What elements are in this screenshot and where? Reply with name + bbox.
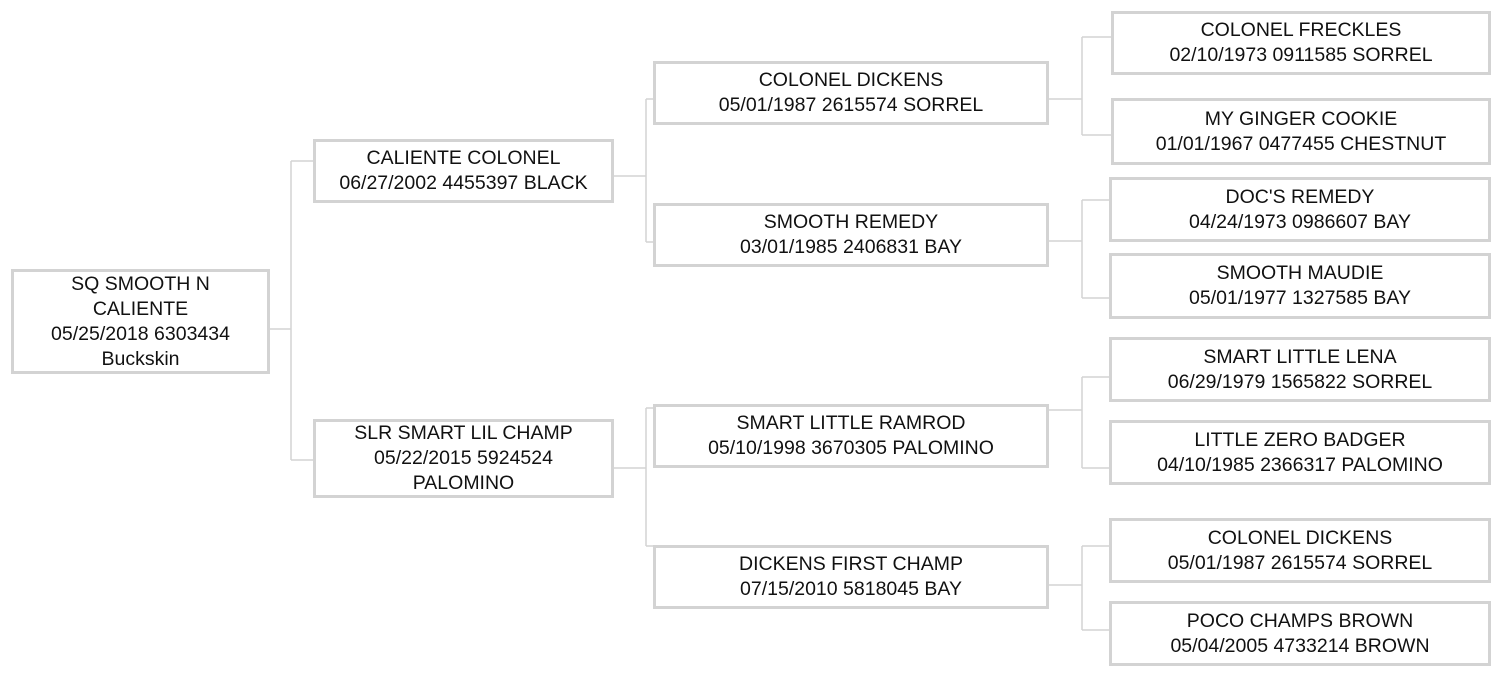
- horse-info: SMOOTH REMEDY 03/01/1985 2406831 BAY: [740, 210, 962, 260]
- horse-name: LITTLE ZERO BADGER: [1194, 428, 1406, 451]
- horse-details: 03/01/1985 2406831 BAY: [740, 236, 962, 258]
- horse-box-dam: SLR SMART LIL CHAMP 05/22/2015 5924524 P…: [313, 419, 614, 498]
- horse-info: DICKENS FIRST CHAMP 07/15/2010 5818045 B…: [739, 552, 963, 602]
- horse-box-dam-dam-dam: POCO CHAMPS BROWN 05/04/2005 4733214 BRO…: [1109, 601, 1491, 666]
- horse-name: COLONEL DICKENS: [1207, 526, 1393, 549]
- horse-name-line-1: SQ SMOOTH N: [71, 272, 210, 295]
- horse-info: CALIENTE COLONEL 06/27/2002 4455397 BLAC…: [339, 146, 587, 196]
- horse-info: COLONEL DICKENS 05/01/1987 2615574 SORRE…: [719, 68, 984, 118]
- connector-dam: [614, 407, 653, 547]
- horse-name: DICKENS FIRST CHAMP: [739, 553, 963, 575]
- horse-details: 05/01/1987 2615574 SORREL: [718, 94, 984, 116]
- connector-dam-dam: [1049, 545, 1109, 631]
- horse-details: 05/04/2005 4733214 BROWN: [1170, 634, 1430, 657]
- horse-box-dam-dam-sire: COLONEL DICKENS 05/01/1987 2615574 SORRE…: [1109, 518, 1491, 583]
- horse-name: MY GINGER COOKIE: [1204, 107, 1398, 130]
- horse-color: PALOMINO: [412, 472, 515, 494]
- horse-box-sire-sire-dam: MY GINGER COOKIE 01/01/1967 0477455 CHES…: [1111, 98, 1491, 165]
- horse-info: SQ SMOOTH N CALIENTE 05/25/2018 6303434 …: [51, 272, 230, 372]
- horse-details: 04/24/1973 0986607 BAY: [1189, 210, 1411, 233]
- horse-name: SMOOTH MAUDIE: [1216, 262, 1384, 284]
- horse-info: SLR SMART LIL CHAMP 05/22/2015 5924524 P…: [354, 421, 573, 496]
- horse-name: DOC'S REMEDY: [1225, 185, 1375, 208]
- horse-details: 05/10/1998 3670305 PALOMINO: [708, 437, 994, 459]
- horse-color: Buckskin: [101, 347, 180, 370]
- horse-box-sire: CALIENTE COLONEL 06/27/2002 4455397 BLAC…: [313, 139, 614, 203]
- horse-info: SMOOTH MAUDIE 05/01/1977 1327585 BAY: [1189, 261, 1411, 311]
- horse-box-dam-sire: SMART LITTLE RAMROD 05/10/1998 3670305 P…: [653, 404, 1049, 468]
- horse-name: COLONEL FRECKLES: [1200, 19, 1402, 41]
- connector-sire: [614, 98, 653, 243]
- horse-box-subject: SQ SMOOTH N CALIENTE 05/25/2018 6303434 …: [11, 269, 270, 374]
- horse-name-line-2: CALIENTE: [92, 297, 189, 320]
- horse-details: 06/29/1979 1565822 SORREL: [1167, 370, 1433, 393]
- connector-sire-dam: [1049, 199, 1109, 299]
- horse-details: 05/01/1977 1327585 BAY: [1189, 287, 1411, 309]
- horse-name: SMOOTH REMEDY: [763, 211, 939, 233]
- horse-name: SMART LITTLE LENA: [1203, 345, 1397, 368]
- horse-box-sire-dam-sire: DOC'S REMEDY 04/24/1973 0986607 BAY: [1109, 177, 1491, 242]
- horse-name: CALIENTE COLONEL: [366, 147, 561, 169]
- horse-info: COLONEL FRECKLES 02/10/1973 0911585 SORR…: [1169, 18, 1432, 68]
- horse-info: SMART LITTLE LENA 06/29/1979 1565822 SOR…: [1168, 345, 1433, 395]
- horse-details: 05/22/2015 5924524: [374, 447, 553, 469]
- horse-name: POCO CHAMPS BROWN: [1186, 609, 1414, 632]
- horse-info: COLONEL DICKENS 05/01/1987 2615574 SORRE…: [1168, 526, 1433, 576]
- horse-box-sire-sire: COLONEL DICKENS 05/01/1987 2615574 SORRE…: [653, 61, 1049, 125]
- horse-box-sire-sire-sire: COLONEL FRECKLES 02/10/1973 0911585 SORR…: [1111, 11, 1491, 75]
- horse-details: 06/27/2002 4455397 BLACK: [339, 172, 588, 194]
- horse-box-dam-sire-sire: SMART LITTLE LENA 06/29/1979 1565822 SOR…: [1109, 337, 1491, 402]
- horse-info: LITTLE ZERO BADGER 04/10/1985 2366317 PA…: [1157, 428, 1443, 478]
- connector-dam-sire: [1049, 376, 1109, 469]
- horse-details: 07/15/2010 5818045 BAY: [740, 578, 962, 600]
- horse-info: MY GINGER COOKIE 01/01/1967 0477455 CHES…: [1156, 107, 1447, 157]
- connector-sire-sire: [1049, 36, 1111, 136]
- horse-box-sire-dam-dam: SMOOTH MAUDIE 05/01/1977 1327585 BAY: [1109, 253, 1491, 319]
- connector-root: [270, 160, 313, 461]
- horse-details: 02/10/1973 0911585 SORREL: [1169, 44, 1433, 66]
- horse-box-dam-dam: DICKENS FIRST CHAMP 07/15/2010 5818045 B…: [653, 545, 1049, 609]
- horse-info: POCO CHAMPS BROWN 05/04/2005 4733214 BRO…: [1170, 609, 1429, 659]
- horse-box-sire-dam: SMOOTH REMEDY 03/01/1985 2406831 BAY: [653, 203, 1049, 267]
- horse-details: 05/25/2018 6303434: [51, 322, 230, 345]
- horse-name: SLR SMART LIL CHAMP: [354, 422, 573, 444]
- horse-name: SMART LITTLE RAMROD: [736, 412, 966, 434]
- horse-details: 05/01/1987 2615574 SORREL: [1167, 551, 1433, 574]
- horse-details: 04/10/1985 2366317 PALOMINO: [1157, 453, 1443, 476]
- horse-details: 01/01/1967 0477455 CHESTNUT: [1155, 132, 1447, 155]
- horse-box-dam-sire-dam: LITTLE ZERO BADGER 04/10/1985 2366317 PA…: [1109, 420, 1491, 485]
- horse-name: COLONEL DICKENS: [758, 69, 944, 91]
- horse-info: DOC'S REMEDY 04/24/1973 0986607 BAY: [1189, 185, 1411, 235]
- horse-info: SMART LITTLE RAMROD 05/10/1998 3670305 P…: [708, 411, 994, 461]
